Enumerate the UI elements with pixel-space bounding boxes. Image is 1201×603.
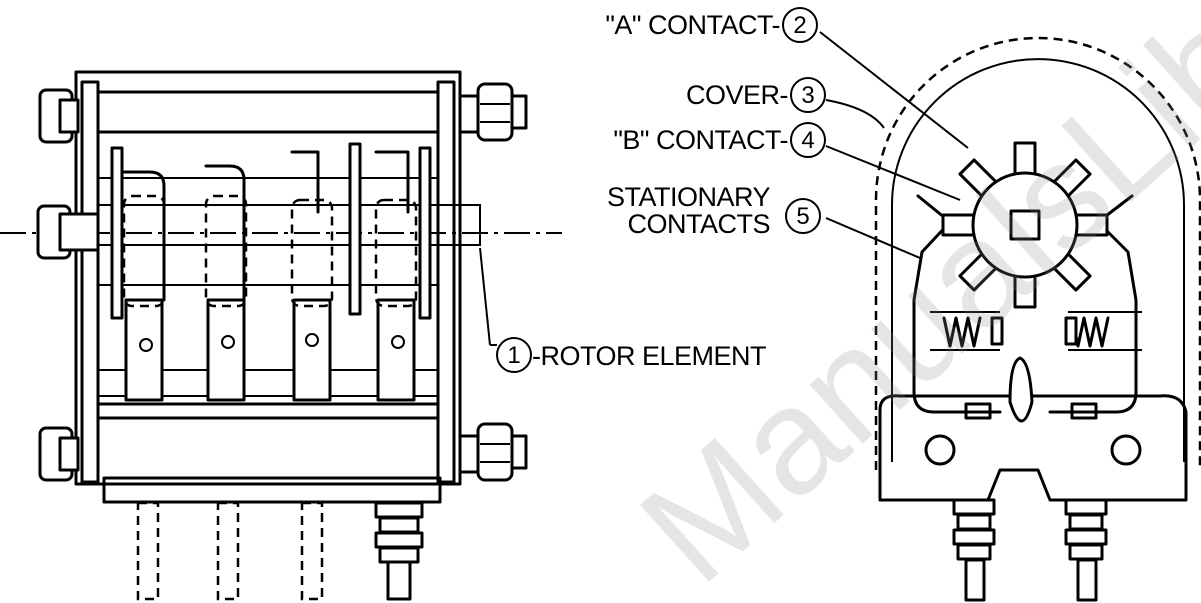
callout-3: COVER- 3 xyxy=(686,77,826,113)
callout-4: "B" CONTACT- 4 xyxy=(613,122,826,158)
callout-2-number: 2 xyxy=(793,12,806,39)
callout-5-label-line2: CONTACTS xyxy=(628,209,771,239)
section-view xyxy=(874,36,1201,602)
callout-1: 1 -ROTOR ELEMENT xyxy=(496,337,767,373)
callout-1-label: -ROTOR ELEMENT xyxy=(532,341,766,371)
callout-3-number: 3 xyxy=(801,82,814,109)
callout-2: "A" CONTACT- 2 xyxy=(605,7,818,43)
callout-4-number: 4 xyxy=(801,127,814,154)
callout-5-number: 5 xyxy=(796,203,809,230)
callout-4-label: "B" CONTACT- xyxy=(613,125,788,155)
callout-5-label-line1: STATIONARY xyxy=(607,182,771,212)
callout-1-number: 1 xyxy=(507,342,520,369)
callout-2-label: "A" CONTACT- xyxy=(605,10,780,40)
callout-3-label: COVER- xyxy=(686,80,788,110)
rotor-star xyxy=(941,141,1109,309)
leader-lines xyxy=(479,31,969,346)
callout-5: STATIONARY CONTACTS 5 xyxy=(607,182,821,239)
side-view xyxy=(0,70,562,601)
